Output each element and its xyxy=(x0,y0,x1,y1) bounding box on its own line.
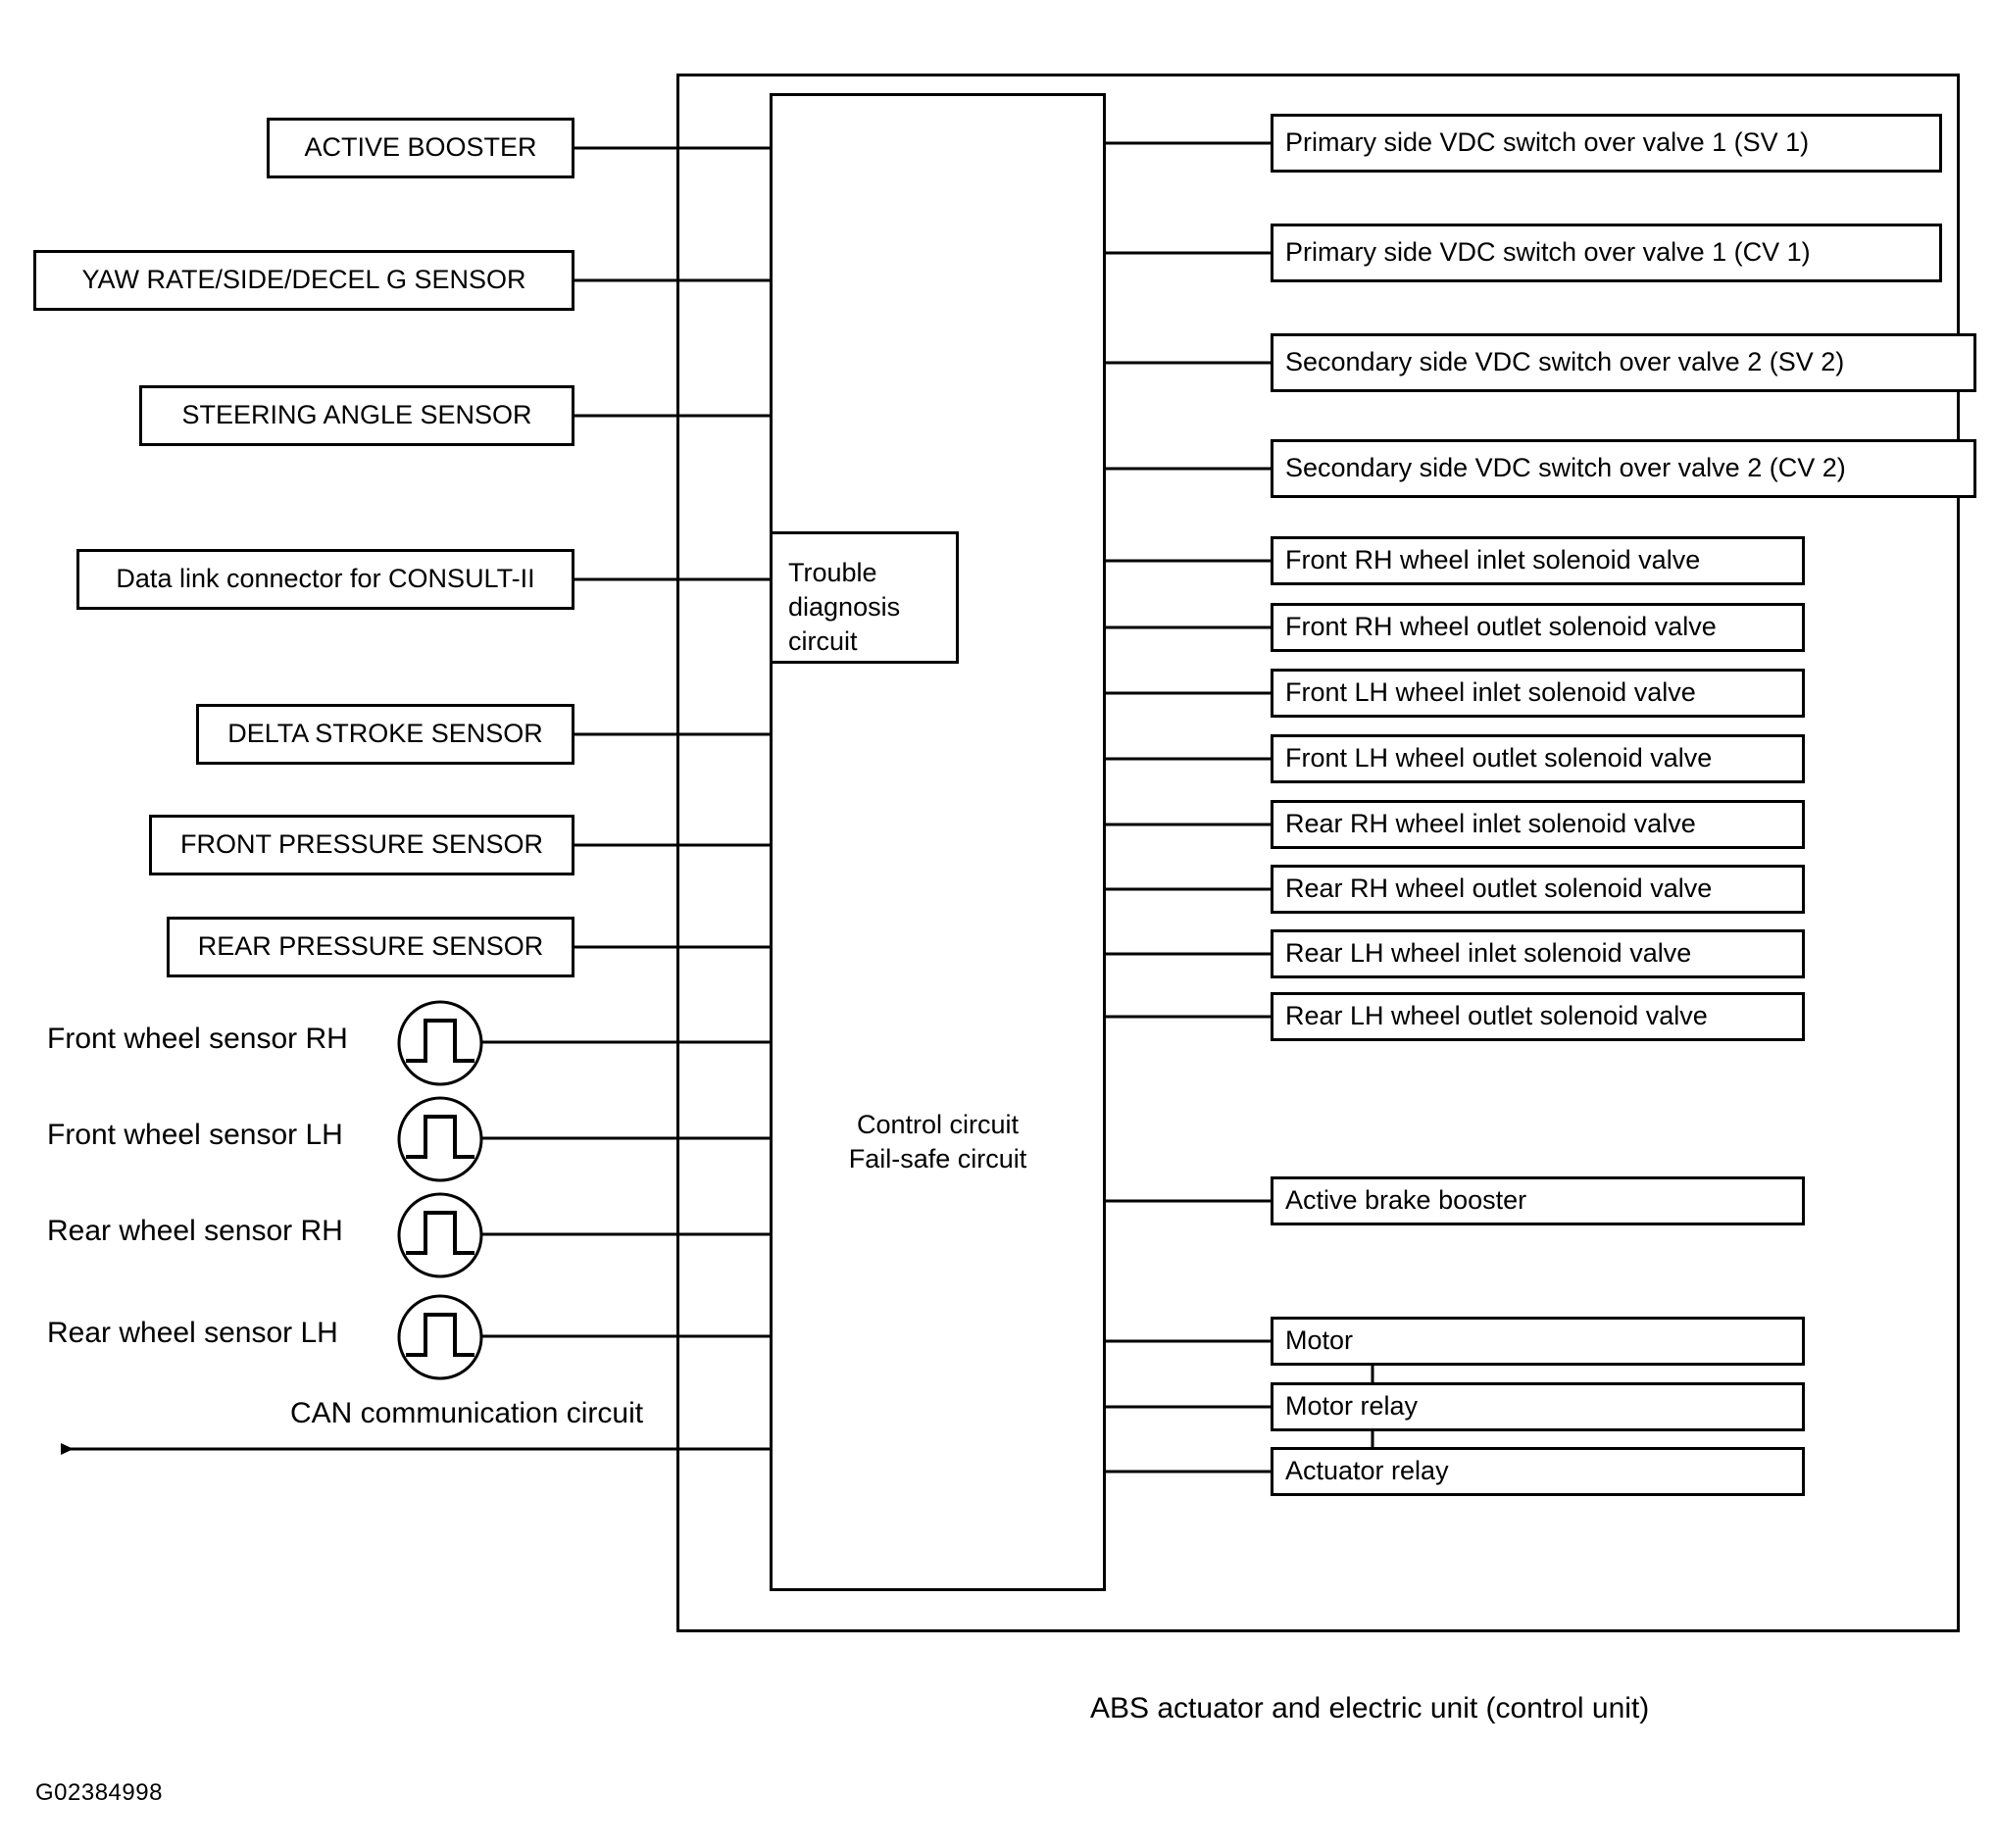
input-box-data-link-connector[interactable]: Data link connector for CONSULT-II xyxy=(76,549,574,610)
control-unit-inner-frame xyxy=(770,93,1106,1591)
output-label: Front LH wheel inlet solenoid valve xyxy=(1285,677,1696,708)
input-box-yaw-rate-side-decel-g-sensor[interactable]: YAW RATE/SIDE/DECEL G SENSOR xyxy=(33,250,574,311)
output-label: Motor xyxy=(1285,1325,1354,1356)
output-label: Actuator relay xyxy=(1285,1456,1449,1486)
figure-id-code: G02384998 xyxy=(35,1779,163,1806)
pulse-wave-icon xyxy=(397,1294,483,1380)
input-label: Data link connector for CONSULT-II xyxy=(116,564,535,594)
input-label: FRONT PRESSURE SENSOR xyxy=(179,829,544,860)
output-box-motor[interactable]: Motor xyxy=(1271,1317,1805,1366)
output-box-front-rh-inlet[interactable]: Front RH wheel inlet solenoid valve xyxy=(1271,536,1805,585)
output-label: Rear RH wheel inlet solenoid valve xyxy=(1285,809,1696,839)
input-label: REAR PRESSURE SENSOR xyxy=(197,931,544,962)
wheel-sensor-label-rear-lh: Rear wheel sensor LH xyxy=(47,1317,338,1349)
input-box-active-booster[interactable]: ACTIVE BOOSTER xyxy=(267,118,574,178)
output-box-front-rh-outlet[interactable]: Front RH wheel outlet solenoid valve xyxy=(1271,603,1805,652)
output-box-front-lh-outlet[interactable]: Front LH wheel outlet solenoid valve xyxy=(1271,734,1805,783)
trouble-diagnosis-label: Trouble diagnosis circuit xyxy=(788,558,901,657)
figure-caption: ABS actuator and electric unit (control … xyxy=(1090,1692,1650,1724)
output-box-rear-rh-outlet[interactable]: Rear RH wheel outlet solenoid valve xyxy=(1271,865,1805,914)
output-label: Rear LH wheel inlet solenoid valve xyxy=(1285,938,1692,969)
output-box-rear-lh-inlet[interactable]: Rear LH wheel inlet solenoid valve xyxy=(1271,929,1805,978)
input-box-delta-stroke-sensor[interactable]: DELTA STROKE SENSOR xyxy=(196,704,574,765)
output-box-front-lh-inlet[interactable]: Front LH wheel inlet solenoid valve xyxy=(1271,669,1805,718)
abs-actuator-outer-frame xyxy=(676,74,1960,1632)
output-box-primary-cv1[interactable]: Primary side VDC switch over valve 1 (CV… xyxy=(1271,224,1942,282)
wheel-sensor-label-front-lh: Front wheel sensor LH xyxy=(47,1119,343,1151)
output-label: Motor relay xyxy=(1285,1391,1419,1422)
output-box-rear-rh-inlet[interactable]: Rear RH wheel inlet solenoid valve xyxy=(1271,800,1805,849)
can-communication-circuit-label: CAN communication circuit xyxy=(290,1397,644,1429)
input-label: ACTIVE BOOSTER xyxy=(304,132,537,163)
output-box-active-brake-booster[interactable]: Active brake booster xyxy=(1271,1176,1805,1225)
input-label: YAW RATE/SIDE/DECEL G SENSOR xyxy=(81,265,526,295)
trouble-diagnosis-circuit-box[interactable]: Trouble diagnosis circuit xyxy=(770,531,959,664)
output-label: Front LH wheel outlet solenoid valve xyxy=(1285,743,1713,774)
output-box-primary-sv1[interactable]: Primary side VDC switch over valve 1 (SV… xyxy=(1271,114,1942,173)
wheel-sensor-label-rear-rh: Rear wheel sensor RH xyxy=(47,1215,343,1247)
input-label: DELTA STROKE SENSOR xyxy=(227,719,543,749)
output-label: Rear RH wheel outlet solenoid valve xyxy=(1285,874,1713,904)
pulse-wave-icon xyxy=(397,1000,483,1086)
output-box-secondary-cv2[interactable]: Secondary side VDC switch over valve 2 (… xyxy=(1271,439,1976,498)
output-box-motor-relay[interactable]: Motor relay xyxy=(1271,1382,1805,1431)
output-label: Primary side VDC switch over valve 1 (CV… xyxy=(1285,237,1811,268)
output-box-actuator-relay[interactable]: Actuator relay xyxy=(1271,1447,1805,1496)
pulse-wave-icon xyxy=(397,1192,483,1278)
output-label: Rear LH wheel outlet solenoid valve xyxy=(1285,1001,1708,1031)
control-circuit-label: Control circuit Fail-safe circuit xyxy=(848,1110,1027,1174)
output-label: Front RH wheel outlet solenoid valve xyxy=(1285,612,1717,642)
wheel-sensor-label-front-rh: Front wheel sensor RH xyxy=(47,1023,348,1055)
input-box-steering-angle-sensor[interactable]: STEERING ANGLE SENSOR xyxy=(139,385,574,446)
pulse-wave-icon xyxy=(397,1096,483,1182)
output-label: Secondary side VDC switch over valve 2 (… xyxy=(1285,453,1846,483)
input-box-front-pressure-sensor[interactable]: FRONT PRESSURE SENSOR xyxy=(149,815,574,875)
output-box-rear-lh-outlet[interactable]: Rear LH wheel outlet solenoid valve xyxy=(1271,992,1805,1041)
input-box-rear-pressure-sensor[interactable]: REAR PRESSURE SENSOR xyxy=(167,917,574,977)
output-label: Active brake booster xyxy=(1285,1185,1527,1216)
output-box-secondary-sv2[interactable]: Secondary side VDC switch over valve 2 (… xyxy=(1271,333,1976,392)
input-label: STEERING ANGLE SENSOR xyxy=(181,400,532,430)
output-label: Front RH wheel inlet solenoid valve xyxy=(1285,545,1701,575)
output-label: Secondary side VDC switch over valve 2 (… xyxy=(1285,347,1845,377)
output-label: Primary side VDC switch over valve 1 (SV… xyxy=(1285,127,1810,158)
